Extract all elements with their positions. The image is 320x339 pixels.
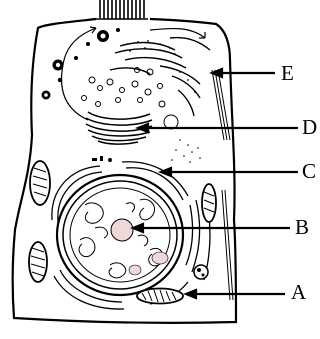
chromatin-blob-1: [152, 252, 168, 264]
lysosome-small: [194, 265, 208, 279]
centrioles: [92, 156, 112, 162]
mitochondrion-right: [202, 184, 216, 222]
vesicles-upper-left: [42, 28, 121, 100]
mitochondrion-left-upper: [30, 161, 50, 205]
label-e: E: [281, 61, 294, 85]
label-d: D: [302, 115, 317, 139]
label-a: A: [291, 280, 307, 304]
label-b: B: [295, 215, 309, 239]
mitochondrion-left-lower: [29, 242, 47, 282]
microvilli: [96, 0, 148, 19]
label-c: C: [302, 159, 316, 183]
nucleolus: [111, 219, 133, 241]
golgi-vesicles: [82, 68, 179, 130]
free-ribosomes: [171, 139, 201, 163]
microtubules-right: [212, 70, 233, 300]
chromatin-blob-2: [129, 265, 141, 275]
mitochondrion-a: [137, 289, 183, 304]
secretory-pathway-arrows: [62, 27, 205, 120]
